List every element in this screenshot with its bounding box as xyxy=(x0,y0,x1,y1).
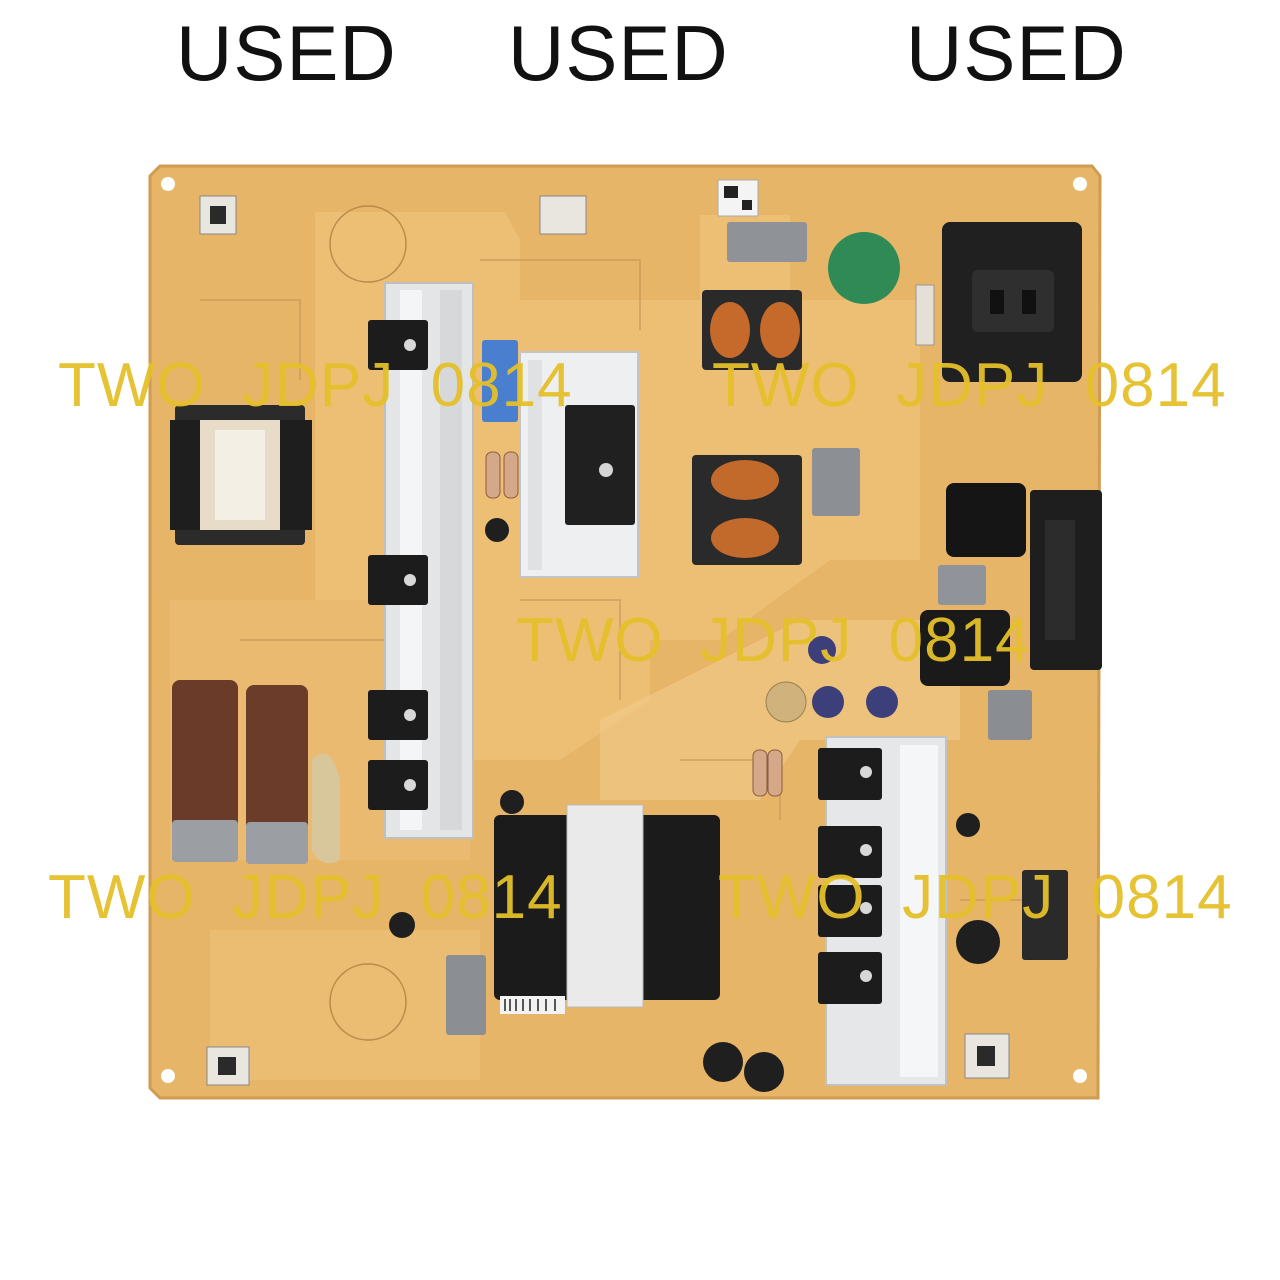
small-capacitor xyxy=(765,681,807,723)
film-capacitor xyxy=(482,340,518,422)
watermark-text: TWO JDPJ 0814 xyxy=(48,863,563,932)
used-label: USED xyxy=(906,9,1127,97)
x-capacitor xyxy=(727,222,807,262)
connector-clip xyxy=(964,1033,1010,1079)
silkscreen-zone xyxy=(210,930,480,1080)
transformer-label xyxy=(566,804,644,1008)
used-label: USED xyxy=(176,9,397,97)
electrolytic-capacitor xyxy=(172,680,238,862)
inductor-choke xyxy=(702,290,802,370)
inductor-choke xyxy=(692,455,802,565)
silkscreen-circle xyxy=(329,205,407,283)
x-capacitor xyxy=(988,690,1032,740)
mount-hole xyxy=(1073,1069,1087,1083)
mount-hole xyxy=(161,1069,175,1083)
electrolytic-capacitor xyxy=(246,685,308,864)
bridge-rectifier xyxy=(565,405,635,525)
x-capacitor xyxy=(812,448,860,516)
connector-clip xyxy=(539,195,587,235)
watermark-text: TWO JDPJ 0814 xyxy=(712,351,1227,420)
mosfet-transistors xyxy=(368,320,428,810)
connector-clip xyxy=(206,1046,250,1086)
power-inductor xyxy=(946,483,1026,557)
x-capacitor xyxy=(938,565,986,605)
glue-blob xyxy=(312,753,340,864)
transformer-clip xyxy=(280,420,312,530)
fuse xyxy=(915,284,935,346)
resistors xyxy=(485,451,783,797)
mosfet-transistors xyxy=(818,748,882,1004)
small-capacitor xyxy=(808,636,898,718)
watermark-text: TWO JDPJ 0814 xyxy=(718,863,1233,932)
mount-hole xyxy=(161,177,175,191)
transformer-bobbin xyxy=(215,430,265,520)
silkscreen-circle xyxy=(329,963,407,1041)
mount-hole xyxy=(1073,177,1087,191)
watermark-text: TWO JDPJ 0814 xyxy=(58,351,573,420)
connector-clip xyxy=(199,195,237,235)
connector xyxy=(1022,870,1068,960)
watermark-text: TWO JDPJ 0814 xyxy=(516,606,1031,675)
varistor xyxy=(828,232,900,304)
power-inductor xyxy=(920,610,1010,686)
x-capacitor xyxy=(446,955,486,1035)
small-capacitor xyxy=(389,518,1000,1092)
used-label: USED xyxy=(508,9,729,97)
barcode-lines xyxy=(504,999,556,1011)
transformer-clip xyxy=(170,420,200,530)
